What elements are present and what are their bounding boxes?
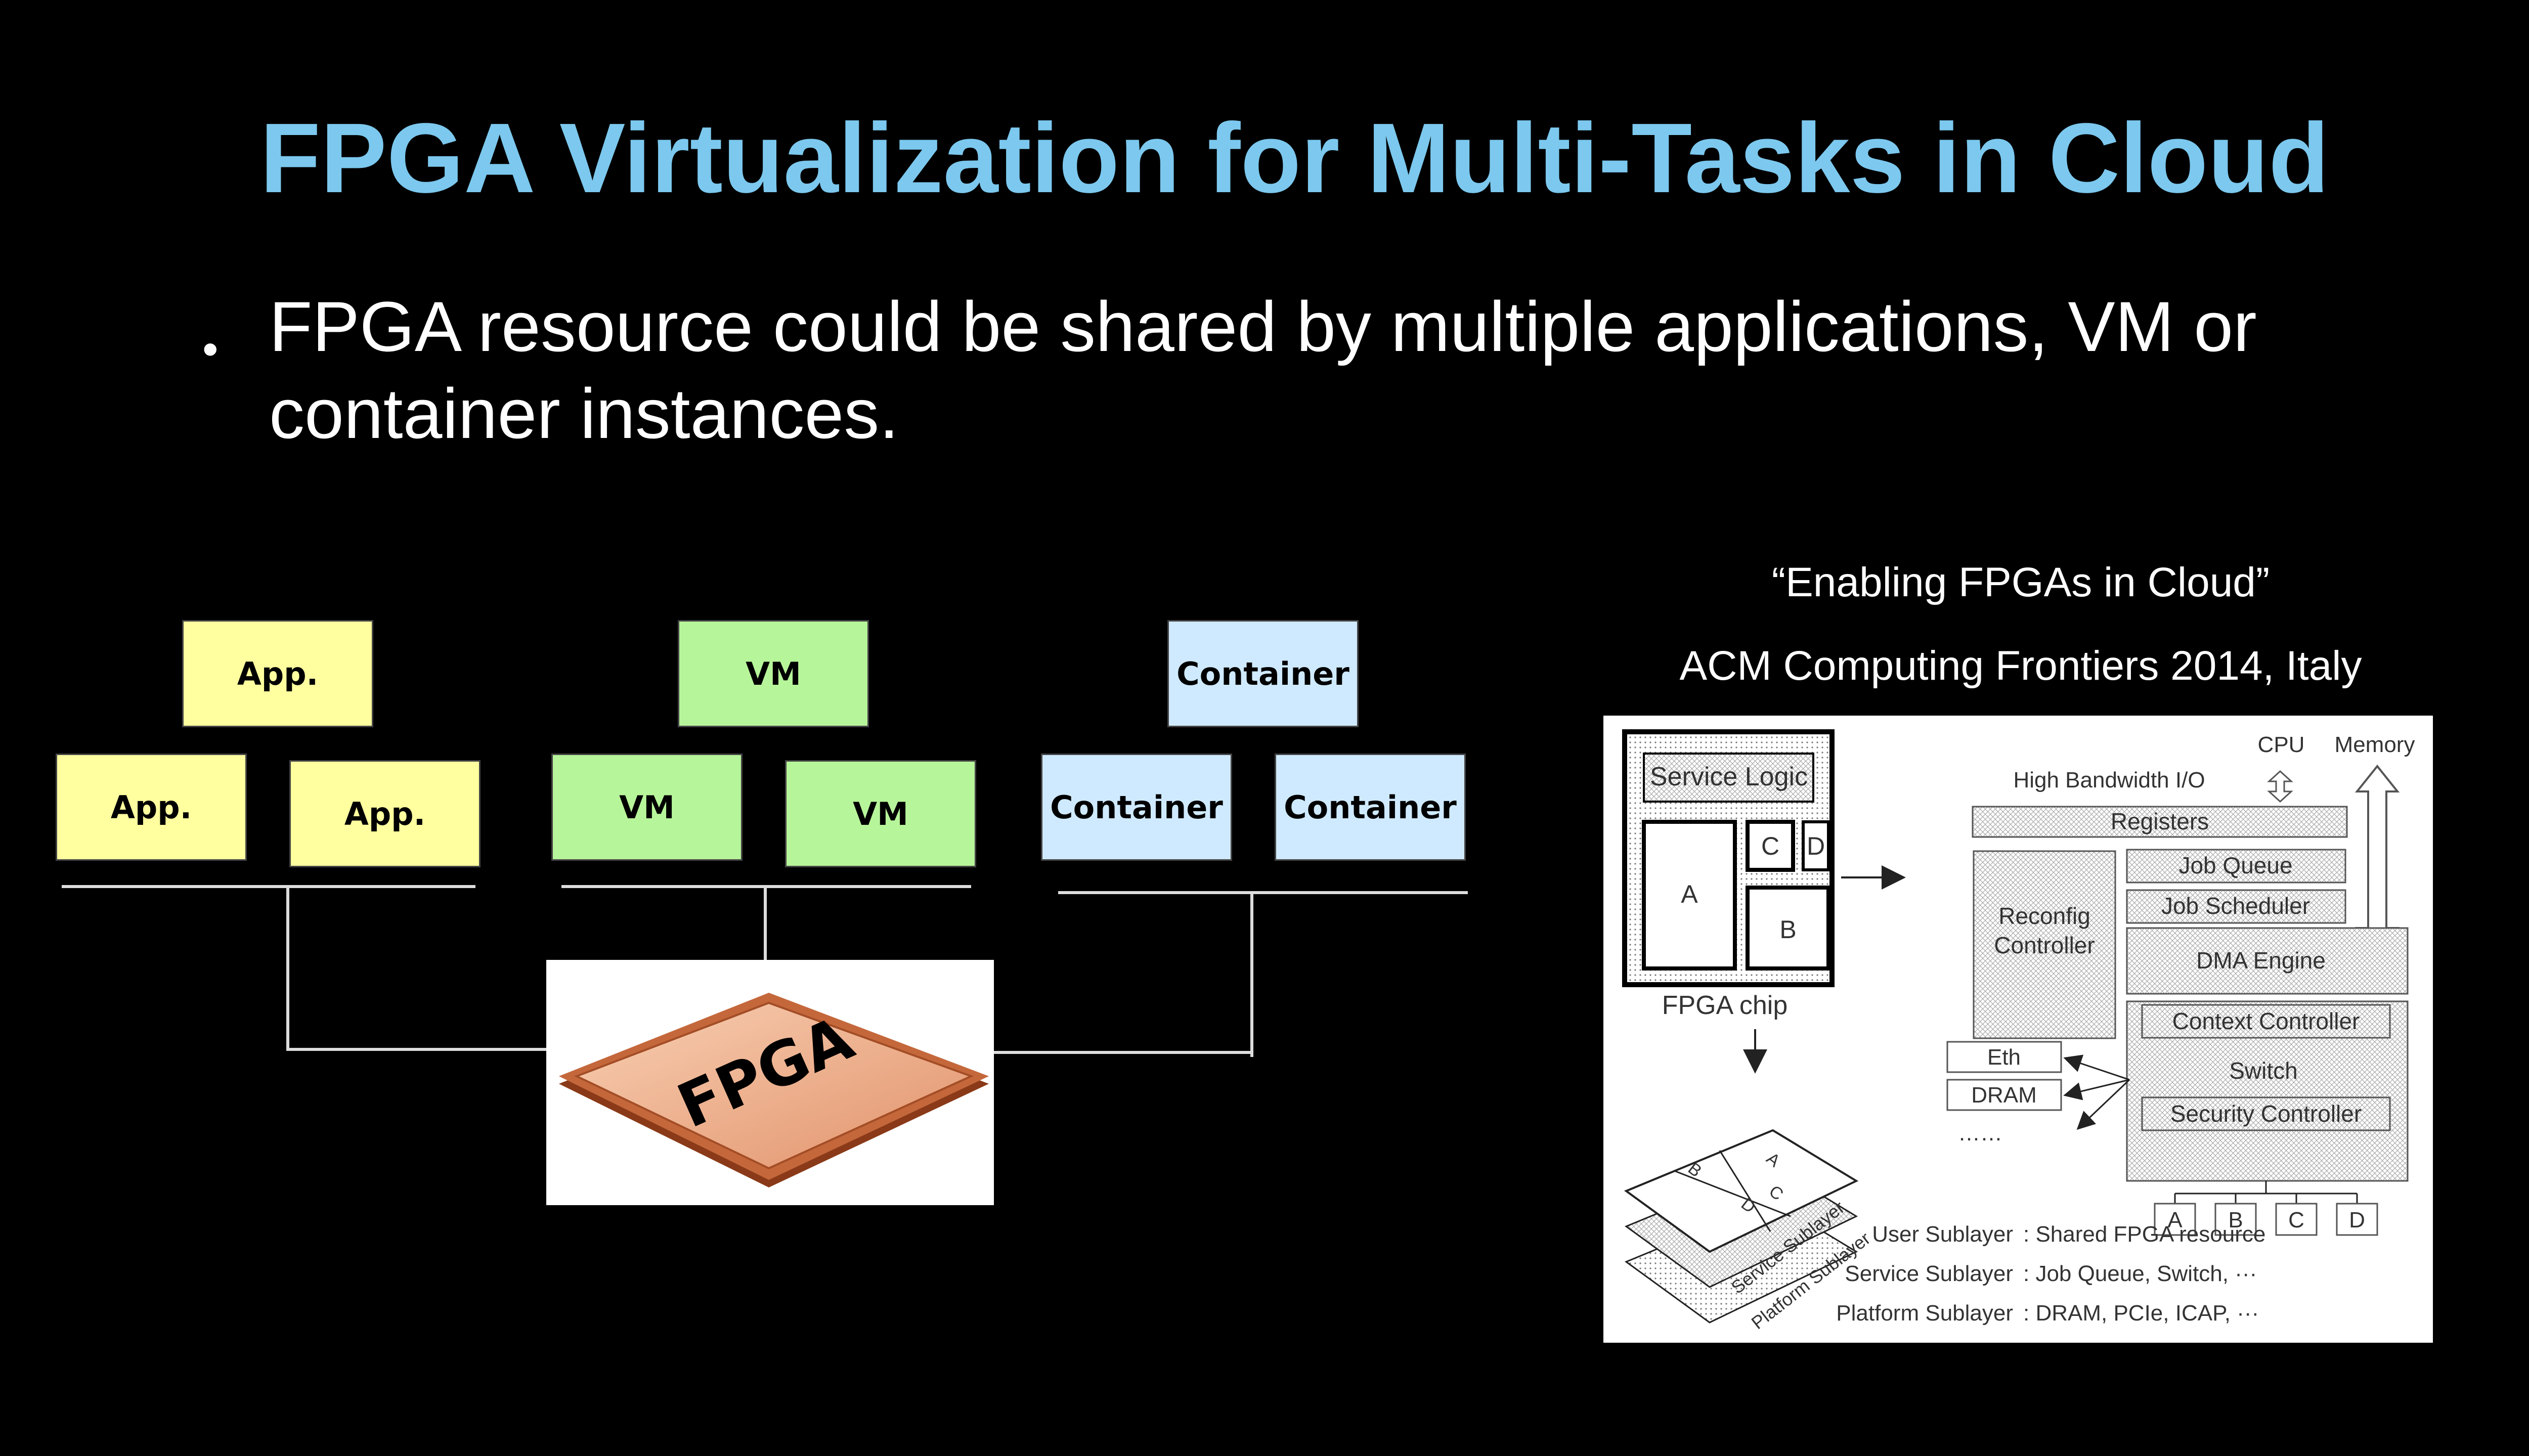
svg-text:B: B: [1779, 915, 1796, 944]
svg-text:: Shared FPGA resource: : Shared FPGA resource: [2023, 1222, 2265, 1247]
vm-box: VM: [678, 620, 869, 727]
svg-text:D: D: [2349, 1208, 2365, 1232]
svg-text:A: A: [1681, 880, 1698, 908]
svg-text:Reconfig: Reconfig: [1998, 903, 2090, 929]
container-box: Container: [1167, 620, 1359, 727]
slide-title: FPGA Virtualization for Multi-Tasks in C…: [260, 103, 2329, 213]
svg-text:Platform Sublayer: Platform Sublayer: [1836, 1301, 2013, 1326]
svg-text:DRAM: DRAM: [1971, 1083, 2037, 1108]
svg-text:Registers: Registers: [2111, 808, 2209, 834]
fpga-chip-image: FPGA: [546, 960, 994, 1205]
app-box: App.: [56, 754, 247, 861]
app-box: App.: [289, 760, 481, 867]
svg-text:A: A: [2167, 1208, 2183, 1232]
svg-text:CPU: CPU: [2258, 732, 2305, 757]
app-bus-line: [62, 885, 475, 888]
container-box: Container: [1041, 754, 1232, 861]
vm-box: VM: [551, 754, 743, 861]
svg-text:Job Queue: Job Queue: [2178, 852, 2292, 878]
svg-text:Memory: Memory: [2335, 732, 2415, 757]
svg-text:B: B: [2228, 1208, 2243, 1232]
svg-text:FPGA chip: FPGA chip: [1662, 991, 1788, 1020]
svg-text:Context Controller: Context Controller: [2172, 1008, 2360, 1034]
container-box: Container: [1275, 754, 1466, 861]
container-connector: [1250, 894, 1253, 1057]
svg-text:DMA Engine: DMA Engine: [2196, 947, 2326, 974]
container-bus-line: [1058, 891, 1468, 894]
svg-text:C: C: [1761, 832, 1779, 860]
bullet-marker: •: [202, 324, 219, 375]
svg-text:Switch: Switch: [2229, 1057, 2297, 1084]
citation-title: “Enabling FPGAs in Cloud”: [1771, 559, 2270, 605]
svg-text:D: D: [1807, 832, 1825, 860]
svg-text:User Sublayer: User Sublayer: [1872, 1222, 2013, 1247]
svg-text:Service Sublayer: Service Sublayer: [1845, 1261, 2013, 1286]
svg-text:Eth: Eth: [1987, 1045, 2021, 1070]
app-connector: [286, 888, 289, 1051]
svg-text:C: C: [2288, 1208, 2304, 1232]
vm-connector: [764, 888, 767, 961]
svg-text:: Job Queue, Switch, ···: : Job Queue, Switch, ···: [2023, 1261, 2257, 1286]
vm-box: VM: [785, 760, 976, 867]
bullet-text: FPGA resource could be shared by multipl…: [269, 287, 2257, 453]
svg-text:Service Logic: Service Logic: [1650, 762, 1808, 791]
svg-text:High Bandwidth I/O: High Bandwidth I/O: [2013, 768, 2205, 792]
fpga-chip-block: Service Logic A C D B FPGA chip: [1622, 729, 1835, 1020]
container-connector: [991, 1051, 1253, 1054]
citation-venue: ACM Computing Frontiers 2014, Italy: [1679, 643, 2362, 689]
svg-text:Controller: Controller: [1994, 932, 2095, 958]
svg-text:……: ……: [1958, 1121, 2002, 1145]
app-connector: [286, 1048, 549, 1051]
svg-text:Security Controller: Security Controller: [2170, 1100, 2362, 1127]
svg-text:: DRAM, PCIe, ICAP, ···: : DRAM, PCIe, ICAP, ···: [2023, 1301, 2259, 1326]
vm-bus-line: [561, 885, 971, 888]
svg-text:Job Scheduler: Job Scheduler: [2161, 893, 2310, 919]
reference-architecture-figure: Service Logic A C D B FPGA chip CPU Memo…: [1603, 716, 2433, 1343]
app-box: App.: [182, 620, 373, 727]
